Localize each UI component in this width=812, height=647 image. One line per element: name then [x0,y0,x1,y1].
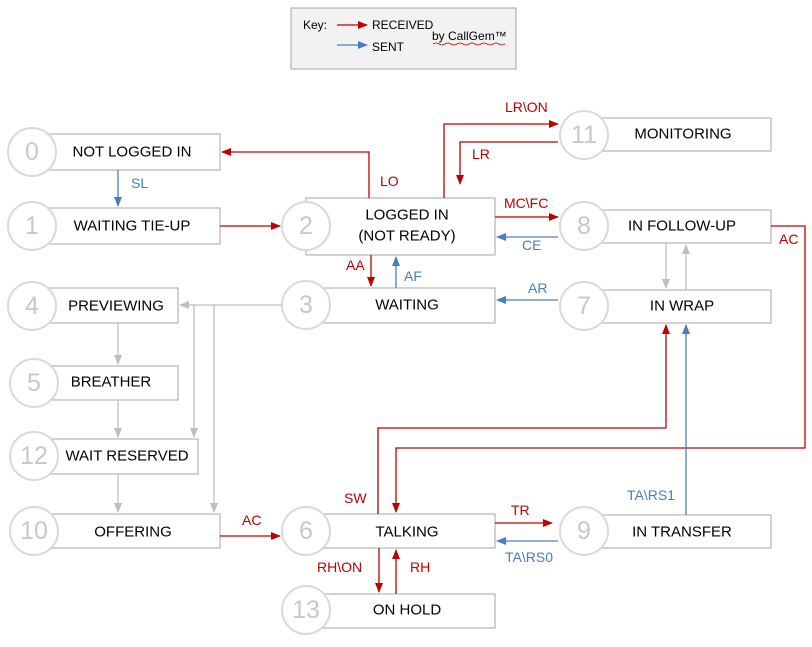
state-number: 8 [577,212,591,240]
state-label: BREATHER [71,374,152,391]
edge-label-aa: AA [346,257,365,273]
edge-label-lo: LO [380,173,399,189]
key-credit-underline [432,42,506,46]
edge-label-af: AF [404,268,422,284]
state-12-wait-reserved: 12 WAIT RESERVED [9,431,199,481]
key-sent-label: SENT [372,40,405,54]
state-label: PREVIEWING [68,298,164,315]
state-11-monitoring: 11 MONITORING [559,110,772,160]
edge-label-lr: LR [472,146,490,162]
edge-sw [377,324,670,514]
state-label: TALKING [375,524,438,541]
edge-label-lr-on: LR\ON [505,99,548,115]
edge-label-sl: SL [131,175,148,191]
state-number: 0 [25,138,39,166]
state-label: ON HOLD [373,602,442,619]
edge-lr [456,141,558,185]
edge-label-ac-right: AC [779,231,798,247]
state-9-in-transfer: 9 IN TRANSFER [559,506,772,556]
state-number: 13 [292,596,320,624]
state-number: 6 [299,517,313,545]
key-legend: Key: RECEIVED SENT by CallGem™ [290,7,517,70]
state-label: IN TRANSFER [632,524,732,541]
state-label: IN FOLLOW-UP [628,218,736,235]
state-label: WAIT RESERVED [65,448,188,465]
state-label: OFFERING [94,524,172,541]
state-number: 12 [20,442,48,470]
edge-label-ac-offering: AC [242,512,261,528]
edge-label-sw: SW [344,490,367,506]
edge-label-mc-fc: MC\FC [504,195,548,211]
edge-lo [221,148,370,198]
edge-label-ta-rs1: TA\RS1 [627,487,675,503]
state-10-offering: 10 OFFERING [9,506,221,556]
state-number: 9 [577,517,591,545]
state-label-line2: (NOT READY) [358,228,455,245]
edge-label-rh: RH [410,559,430,575]
gray-internal-flows [114,301,282,513]
state-0-not-logged-in: 0 NOT LOGGED IN [7,127,221,177]
state-label: WAITING [375,297,439,314]
state-label: NOT LOGGED IN [73,144,192,161]
key-title: Key: [303,18,327,32]
state-label-line1: LOGGED IN [365,207,448,224]
edge-label-ta-rs0: TA\RS0 [505,549,553,565]
edge-label-tr: TR [511,502,530,518]
state-4-previewing: 4 PREVIEWING [7,281,179,331]
state-label: WAITING TIE-UP [74,218,191,235]
key-received-label: RECEIVED [372,18,434,32]
state-2-logged-in-not-ready: 2 LOGGED IN (NOT READY) [281,197,496,256]
state-number: 7 [577,292,591,320]
state-number: 10 [20,517,48,545]
edge-label-ce: CE [522,237,541,253]
state-8-in-follow-up: 8 IN FOLLOW-UP [559,201,772,251]
state-label: IN WRAP [650,298,714,315]
key-box [290,7,517,70]
state-number: 3 [299,291,313,319]
edge-label-ar: AR [528,280,547,296]
state-3-waiting: 3 WAITING [281,280,496,330]
state-5-breather: 5 BREATHER [9,358,179,408]
edge-label-rh-on: RH\ON [317,559,362,575]
state-13-on-hold: 13 ON HOLD [281,585,496,635]
key-credit: by CallGem™ [432,29,507,43]
state-1-waiting-tie-up: 1 WAITING TIE-UP [7,201,221,251]
edge-ac-8-to-6 [392,225,806,513]
edge-lr-on [443,120,559,198]
state-number: 5 [27,369,41,397]
state-number: 11 [571,121,597,149]
state-number: 1 [25,212,39,240]
state-7-in-wrap: 7 IN WRAP [559,281,772,331]
state-6-talking: 6 TALKING [281,506,496,556]
state-label: MONITORING [634,126,731,143]
state-number: 2 [299,212,313,240]
state-number: 4 [25,292,39,320]
